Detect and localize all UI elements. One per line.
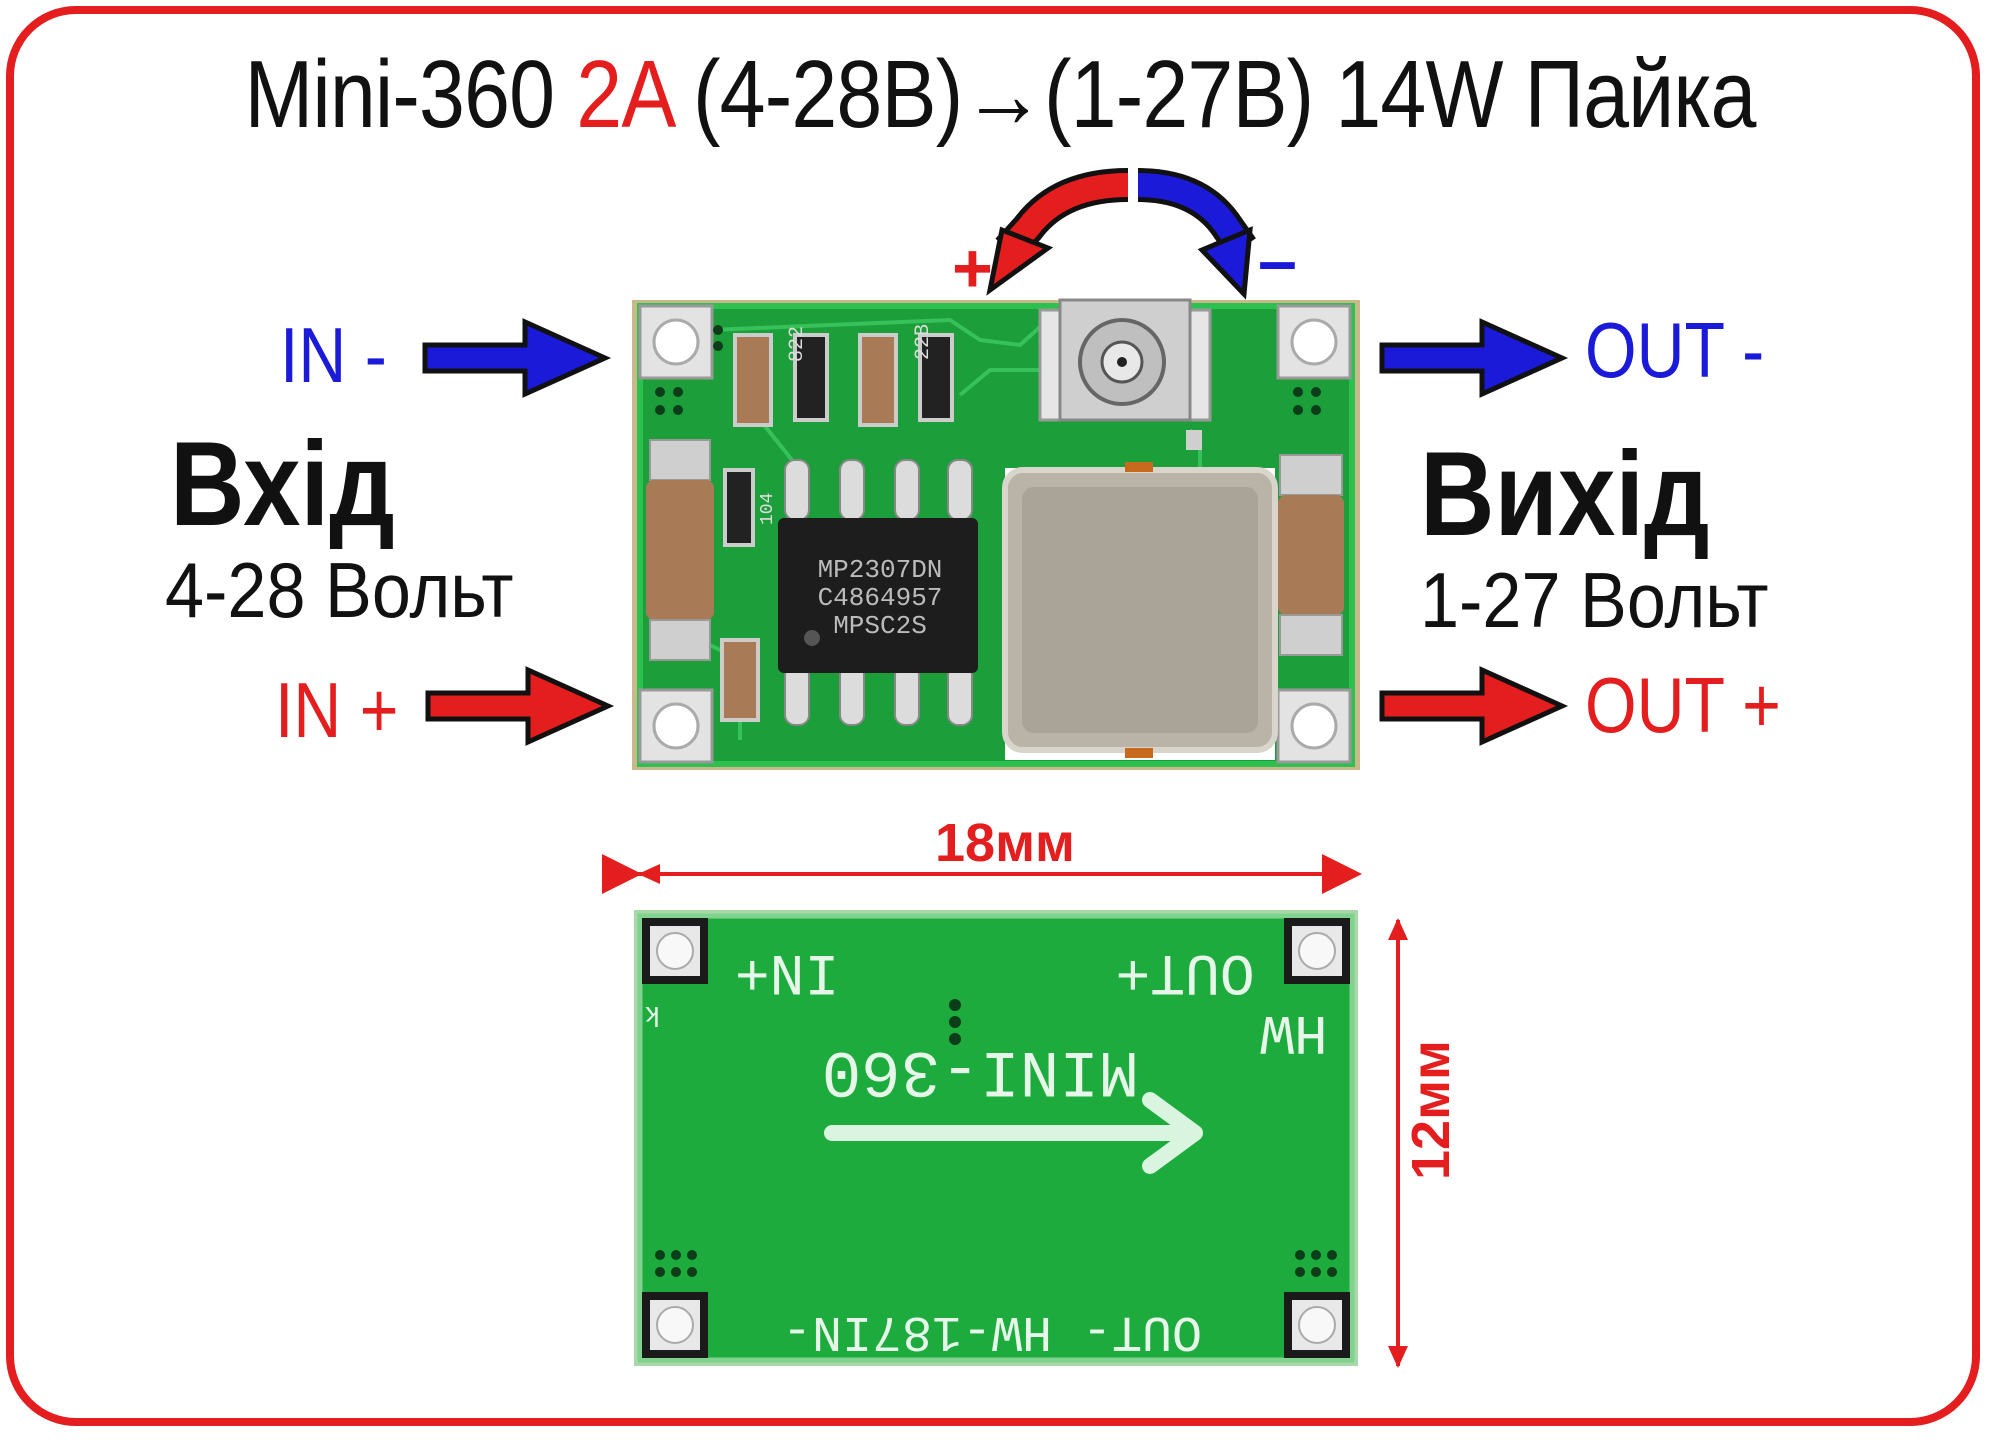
- pad-out-plus: [1276, 688, 1352, 764]
- title-part1: Mini-360: [244, 41, 577, 148]
- pad-out-minus: [1276, 304, 1352, 380]
- height-dimension-label: 12мм: [1401, 1040, 1461, 1180]
- silk-k: k: [644, 998, 661, 1029]
- ic-line1: MP2307DN: [817, 555, 943, 585]
- resistor-1-marking: 822: [786, 325, 809, 362]
- input-heading: Вхід: [170, 417, 395, 551]
- in-minus-label: IN -: [280, 311, 387, 399]
- out-plus-label: OUT +: [1585, 661, 1781, 749]
- silk-bottom-text: OUT- HW-187IN-: [781, 1302, 1203, 1359]
- pad-in-plus: [638, 688, 714, 764]
- ic-line3: MPSC2S: [833, 611, 927, 641]
- page-title: Mini-360 2A (4-28В)→(1-27В) 14W Пайка: [140, 40, 1860, 150]
- board-top-view: [632, 298, 1360, 770]
- potentiometer: [1038, 298, 1212, 450]
- silk-out-plus: OUT+: [1115, 938, 1255, 1003]
- ic-chip: [778, 518, 978, 673]
- output-heading: Вихід: [1420, 427, 1710, 561]
- out-minus-arrow-icon: [1379, 318, 1569, 398]
- in-minus-arrow-icon: [422, 318, 612, 398]
- output-voltage-range: 1-27 Вольт: [1420, 556, 1769, 644]
- pad-in-minus: [638, 304, 714, 380]
- pot-adjust-arrows-icon: [986, 168, 1256, 300]
- out-plus-arrow-icon: [1379, 666, 1569, 746]
- silk-in-plus: IN+: [734, 938, 840, 1003]
- in-plus-arrow-icon: [425, 666, 615, 746]
- pot-plus-sign: +: [952, 229, 993, 307]
- ic-line2: C4864957: [817, 583, 943, 613]
- inductor: [1002, 462, 1278, 760]
- resistor-2-marking: 22B: [912, 323, 935, 360]
- input-voltage-range: 4-28 Вольт: [165, 546, 514, 634]
- silkscreen-arrow-icon: [824, 1092, 1203, 1174]
- red-border-frame: [6, 6, 1980, 1426]
- in-plus-label: IN +: [275, 666, 399, 754]
- silk-model: MINI-360: [821, 1033, 1139, 1108]
- title-part3: (4-28В)→(1-27В) 14W Пайка: [670, 41, 1756, 148]
- out-minus-label: OUT -: [1585, 306, 1765, 394]
- title-current: 2A: [576, 41, 672, 148]
- ic-marking: MP2307DN C4864957 MPSC2S: [790, 556, 970, 640]
- pot-minus-sign: –: [1258, 221, 1297, 299]
- width-dimension-label: 18мм: [935, 813, 1075, 873]
- silk-hw: HW: [1260, 1000, 1328, 1064]
- board-bottom-view: [634, 910, 1358, 1366]
- small-smd-marking: 104: [758, 492, 778, 525]
